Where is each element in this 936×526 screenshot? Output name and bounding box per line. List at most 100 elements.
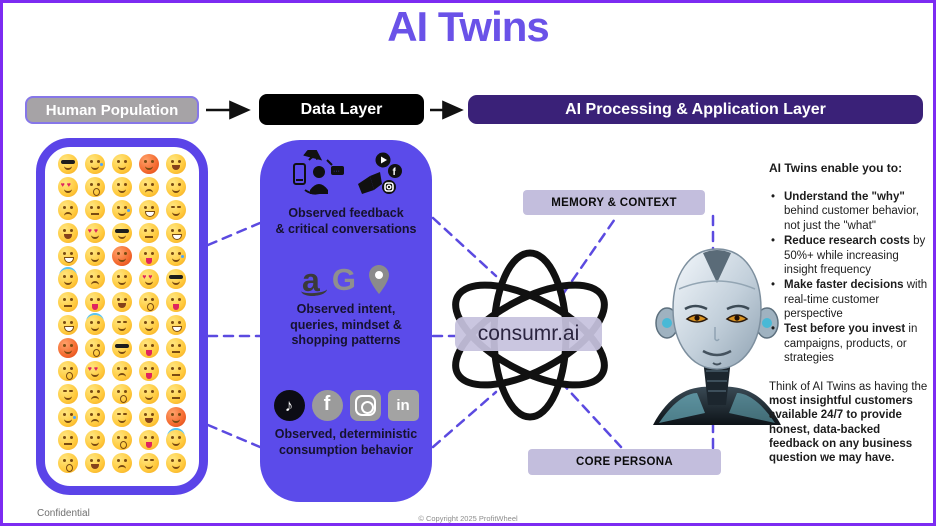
header-ai-processing-label: AI Processing & Application Layer	[565, 100, 826, 118]
smile-emoji	[166, 453, 187, 473]
sunglasses-emoji	[57, 154, 78, 174]
page-title: AI Twins	[387, 3, 550, 50]
neutral-emoji	[57, 292, 78, 312]
sad-emoji	[111, 361, 132, 381]
amazon-logo: a	[302, 262, 320, 298]
feedback-text: Observed feedback & critical conversatio…	[275, 206, 417, 236]
core-persona-label: CORE PERSONA	[576, 456, 673, 468]
benefit-item: Make faster decisions with real-time cus…	[769, 278, 931, 321]
hearts-emoji	[57, 177, 78, 197]
grin-emoji	[57, 246, 78, 266]
surprised-emoji	[84, 338, 105, 358]
play-icon	[380, 156, 387, 164]
neutral-emoji	[166, 384, 187, 404]
benefit-item: Understand the "why" behind customer beh…	[769, 190, 931, 233]
svg-text:♪: ♪	[315, 151, 321, 163]
smile-emoji	[111, 269, 132, 289]
tongue-emoji	[84, 292, 105, 312]
ai-robot-head-image	[653, 248, 781, 425]
data-section-intent: a G Observed intent, queries, mindset & …	[260, 264, 432, 349]
copyright-label: © Copyright 2025 ProfitWheel	[418, 514, 518, 523]
data-section-consumption: ♪ f in Observed, deterministic consumpti…	[260, 390, 432, 458]
halo-emoji	[57, 269, 78, 289]
grin-emoji	[166, 315, 187, 335]
laugh-emoji	[166, 154, 187, 174]
linkedin-logo: in	[387, 390, 419, 421]
header-data-layer-label: Data Layer	[300, 100, 383, 118]
benefits-heading: AI Twins enable you to:	[769, 161, 903, 175]
neutral-emoji	[166, 338, 187, 358]
data-section-feedback: ♪ ··· f	[260, 150, 432, 237]
instagram-logo	[349, 390, 381, 421]
angry-emoji	[57, 338, 78, 358]
google-maps-pin	[368, 265, 389, 294]
confidential-label: Confidential	[37, 508, 90, 519]
memory-context-box: MEMORY & CONTEXT	[523, 190, 705, 215]
wink-emoji	[166, 200, 187, 220]
grin-emoji	[166, 223, 187, 243]
facebook-logo: f	[311, 390, 343, 421]
sunglasses-emoji	[166, 269, 187, 289]
sad-emoji	[57, 200, 78, 220]
header-ai-processing-layer: AI Processing & Application Layer	[468, 95, 923, 124]
benefits-list: Understand the "why" behind customer beh…	[769, 190, 931, 366]
benefits-closing: Think of AI Twins as having the most ins…	[769, 380, 928, 465]
neutral-emoji	[139, 223, 160, 243]
wink-emoji	[111, 315, 132, 335]
consumption-text: Observed, deterministic consumption beha…	[274, 427, 418, 457]
broadcast-channels-icon: f	[357, 152, 402, 194]
laugh-emoji	[111, 292, 132, 312]
tongue-emoji	[139, 361, 160, 381]
tongue-emoji	[166, 292, 187, 312]
sad-emoji	[111, 453, 132, 473]
smile-emoji	[111, 154, 132, 174]
grin-emoji	[139, 200, 160, 220]
surprised-emoji	[139, 292, 160, 312]
consumr-ai-badge: consumr.ai	[455, 317, 602, 351]
emoji-grid	[54, 154, 190, 473]
social-listening-icon: ♪ ···	[292, 150, 344, 195]
header-human-population-label: Human Population	[45, 101, 179, 119]
memory-context-label: MEMORY & CONTEXT	[551, 196, 677, 209]
consumption-icons: ♪ f in	[260, 390, 432, 421]
wink-emoji	[111, 407, 132, 427]
smile-emoji	[166, 177, 187, 197]
surprised-emoji	[111, 384, 132, 404]
smile-emoji	[139, 384, 160, 404]
neutral-emoji	[57, 430, 78, 450]
surprised-emoji	[57, 361, 78, 381]
intent-text: Observed intent, queries, mindset & shop…	[290, 302, 402, 348]
sad-emoji	[84, 269, 105, 289]
consumr-ai-label: consumr.ai	[477, 322, 580, 345]
cry-emoji	[111, 200, 132, 220]
halo-emoji	[166, 430, 187, 450]
neutral-emoji	[84, 200, 105, 220]
tongue-emoji	[139, 430, 160, 450]
sunglasses-emoji	[111, 338, 132, 358]
human-population-emoji-panel	[36, 138, 208, 495]
hearts-emoji	[84, 361, 105, 381]
smile-emoji	[139, 315, 160, 335]
google-logo: G	[331, 262, 356, 297]
cry-emoji	[84, 154, 105, 174]
sunglasses-emoji	[111, 223, 132, 243]
smile-emoji	[84, 430, 105, 450]
smile-emoji	[111, 177, 132, 197]
benefit-item: Reduce research costs by 50%+ while incr…	[769, 234, 931, 277]
tongue-emoji	[139, 246, 160, 266]
neutral-emoji	[166, 361, 187, 381]
sad-emoji	[139, 177, 160, 197]
benefit-item: Test before you invest in campaigns, pro…	[769, 322, 931, 365]
halo-emoji	[84, 315, 105, 335]
sad-emoji	[84, 384, 105, 404]
hearts-emoji	[139, 269, 160, 289]
benefits-panel: AI Twins enable you to: Understand the "…	[769, 161, 931, 466]
smile-emoji	[84, 246, 105, 266]
cry-emoji	[166, 246, 187, 266]
surprised-emoji	[84, 177, 105, 197]
wink-emoji	[139, 453, 160, 473]
hearts-emoji	[84, 223, 105, 243]
facebook-bubble-icon: f	[392, 167, 396, 178]
svg-text:···: ···	[333, 168, 340, 175]
